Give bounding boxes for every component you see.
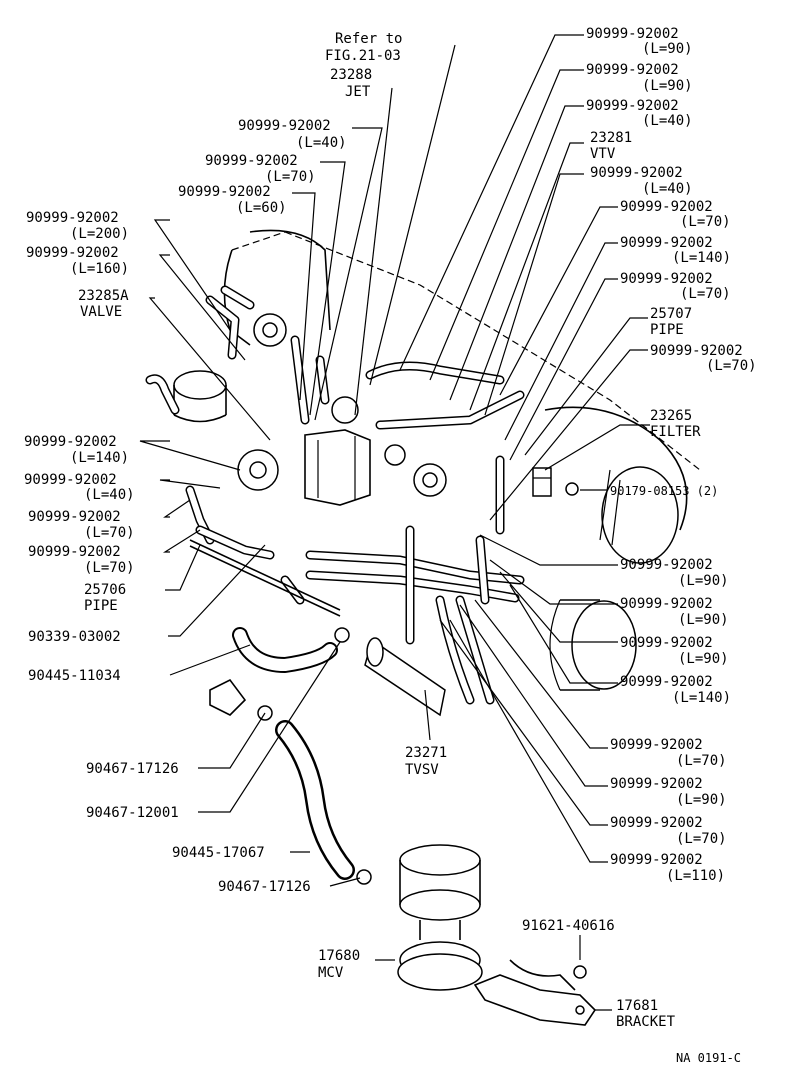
callout-hose-length: (L=70) bbox=[676, 753, 727, 769]
callout-hose-length: (L=70) bbox=[680, 214, 731, 230]
callout-jet-number: 23288 bbox=[330, 67, 372, 83]
callout-clamp-number: 90467-17126 bbox=[86, 761, 179, 777]
callout-hose-number: 90999-92002 bbox=[590, 165, 683, 181]
callout-bracket-name: BRACKET bbox=[616, 1014, 676, 1030]
callout-hose-number: 90999-92002 bbox=[620, 674, 713, 690]
callout-hose-length: (L=40) bbox=[642, 181, 693, 197]
callout-hose-length: (L=200) bbox=[70, 226, 129, 242]
callout-hose-length: (L=140) bbox=[672, 250, 731, 266]
callout-bracket-number: 17681 bbox=[616, 998, 658, 1014]
callout-pipe-name: PIPE bbox=[650, 322, 684, 338]
callout-hose-number: 90445-11034 bbox=[28, 668, 121, 684]
callout-hose-length: (L=90) bbox=[642, 78, 693, 94]
callout-hose-number: 90999-92002 bbox=[620, 557, 713, 573]
callout-pipe-name: PIPE bbox=[84, 598, 118, 614]
callout-hose-number: 90999-92002 bbox=[238, 118, 331, 134]
callout-refer-to-line1: Refer to bbox=[335, 31, 402, 47]
callout-refer-to-line2: FIG.21-03 bbox=[325, 48, 401, 64]
callout-hose-number: 90999-92002 bbox=[650, 343, 743, 359]
callout-hose-number: 90999-92002 bbox=[620, 635, 713, 651]
callout-filter-number: 23265 bbox=[650, 408, 692, 424]
callout-hose-number: 90999-92002 bbox=[620, 596, 713, 612]
callout-valve-number: 23285A bbox=[78, 288, 129, 304]
callout-hose-number: 90999-92002 bbox=[178, 184, 271, 200]
callout-hose-number: 90999-92002 bbox=[28, 509, 121, 525]
callout-hose-number: 90999-92002 bbox=[205, 153, 298, 169]
callout-hose-number: 90999-92002 bbox=[610, 776, 703, 792]
diagram-code: NA 0191-C bbox=[676, 1051, 741, 1065]
callout-mcv-number: 17680 bbox=[318, 948, 360, 964]
callout-hose-length: (L=140) bbox=[70, 450, 129, 466]
callout-hose-length: (L=70) bbox=[680, 286, 731, 302]
callout-clip-number: 90339-03002 bbox=[28, 629, 121, 645]
callout-hose-number: 90999-92002 bbox=[586, 26, 679, 42]
callout-bolt-number: 91621-40616 bbox=[522, 918, 615, 934]
callout-hose-number: 90999-92002 bbox=[28, 544, 121, 560]
callout-hose-length: (L=110) bbox=[666, 868, 725, 884]
callout-mcv-name: MCV bbox=[318, 965, 344, 981]
callout-vtv-number: 23281 bbox=[590, 130, 632, 146]
callout-hose-length: (L=40) bbox=[642, 113, 693, 129]
callout-hose-number: 90999-92002 bbox=[620, 271, 713, 287]
callout-hose-length: (L=70) bbox=[706, 358, 757, 374]
callout-hose-number: 90999-92002 bbox=[620, 199, 713, 215]
callout-pipe-number: 25707 bbox=[650, 306, 692, 322]
callout-hose-number: 90999-92002 bbox=[610, 815, 703, 831]
callout-hose-length: (L=90) bbox=[676, 792, 727, 808]
callout-hose-number: 90999-92002 bbox=[26, 245, 119, 261]
callout-hose-length: (L=70) bbox=[265, 169, 316, 185]
callout-hose-length: (L=40) bbox=[296, 135, 347, 151]
callout-hose-length: (L=160) bbox=[70, 261, 129, 277]
callout-clamp-number: 90467-17126 bbox=[218, 879, 311, 895]
callout-hose-length: (L=60) bbox=[236, 200, 287, 216]
callout-filter-name: FILTER bbox=[650, 424, 701, 440]
callout-clamp-number: 90467-12001 bbox=[86, 805, 179, 821]
callout-hose-length: (L=70) bbox=[676, 831, 727, 847]
callout-hose-number: 90999-92002 bbox=[24, 434, 117, 450]
callout-hose-length: (L=40) bbox=[84, 487, 135, 503]
callout-bolt-number: 90179-08153 (2) bbox=[610, 484, 718, 498]
callout-vtv-name: VTV bbox=[590, 146, 616, 162]
callout-hose-number: 90999-92002 bbox=[26, 210, 119, 226]
callout-pipe-number: 25706 bbox=[84, 582, 126, 598]
callout-tvsv-number: 23271 bbox=[405, 745, 447, 761]
callout-hose-number: 90999-92002 bbox=[586, 98, 679, 114]
callout-hose-number: 90999-92002 bbox=[610, 737, 703, 753]
callout-labels: Refer to FIG.21-03 23288 JET 90999-92002… bbox=[24, 26, 757, 1065]
callout-valve-name: VALVE bbox=[80, 304, 122, 320]
callout-hose-length: (L=70) bbox=[84, 525, 135, 541]
callout-hose-length: (L=140) bbox=[672, 690, 731, 706]
callout-hose-length: (L=90) bbox=[678, 612, 729, 628]
callout-hose-length: (L=70) bbox=[84, 560, 135, 576]
callout-hose-number: 90999-92002 bbox=[620, 235, 713, 251]
engine-assembly-drawing bbox=[145, 229, 701, 1026]
callout-jet-name: JET bbox=[345, 84, 371, 100]
leader-lines bbox=[139, 34, 650, 1011]
callout-hose-number: 90999-92002 bbox=[610, 852, 703, 868]
callout-hose-number: 90999-92002 bbox=[586, 62, 679, 78]
callout-hose-number: 90999-92002 bbox=[24, 472, 117, 488]
callout-hose-length: (L=90) bbox=[642, 41, 693, 57]
callout-hose-length: (L=90) bbox=[678, 651, 729, 667]
callout-hose-number: 90445-17067 bbox=[172, 845, 265, 861]
callout-tvsv-name: TVSV bbox=[405, 762, 439, 778]
callout-hose-length: (L=90) bbox=[678, 573, 729, 589]
